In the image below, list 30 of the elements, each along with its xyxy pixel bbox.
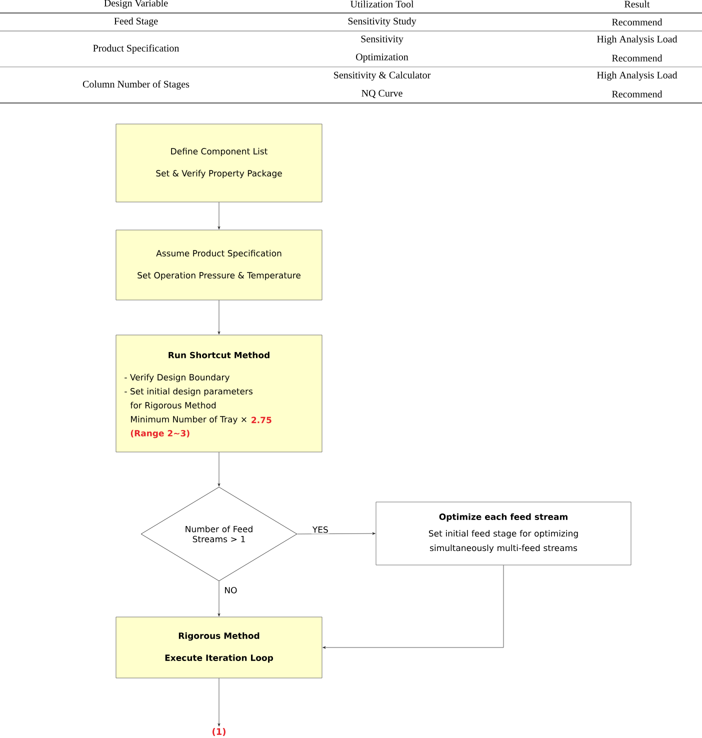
table-cell: Recommend (612, 54, 662, 62)
process-box: Assume Product Specification Set Operation Pressure & Temperature (116, 230, 322, 300)
table-cell: Recommend (612, 18, 662, 26)
process-box: Optimize each feed stream Set initial feed stage for optimizing simultaneously multi-feed streams (376, 502, 632, 566)
table-cell: Sensitivity & Calculator (334, 71, 431, 81)
edge-label: YES (312, 526, 328, 533)
edge-label: NO (225, 587, 237, 594)
table-cell: Sensitivity Study (348, 17, 416, 27)
connector-label: (1) (212, 728, 226, 736)
arrow (322, 565, 504, 649)
arrow (218, 300, 220, 334)
arrow (218, 678, 220, 726)
table-cell: Optimization (356, 54, 408, 62)
table-cell: High Analysis Load (597, 35, 678, 45)
process-box: Define Component List Set & Verify Property Package (116, 124, 322, 202)
arrow (218, 581, 220, 616)
table-cell: Feed Stage (114, 17, 158, 27)
process-box: Rigorous Method Execute Iteration Loop (116, 616, 322, 678)
table-cell: Product Specification (93, 44, 180, 54)
table-cell: NQ Curve (362, 90, 402, 98)
arrow (297, 532, 376, 535)
table-cell: Result (624, 0, 650, 8)
process-box: Run Shortcut Method - Verify Design Boundary - Set initial design parameters for Rigorous Method Minimum Number of Tray × 2.75 (Range 2~3) (116, 334, 322, 452)
arrow (218, 452, 220, 486)
table-cell: Recommend (612, 90, 662, 98)
table-cell: Sensitivity (361, 36, 404, 44)
table-cell: Column Number of Stages (82, 80, 190, 90)
arrow (218, 202, 220, 230)
table-cell: Utilization Tool (350, 0, 414, 8)
table-cell: High Analysis Load (597, 71, 678, 81)
